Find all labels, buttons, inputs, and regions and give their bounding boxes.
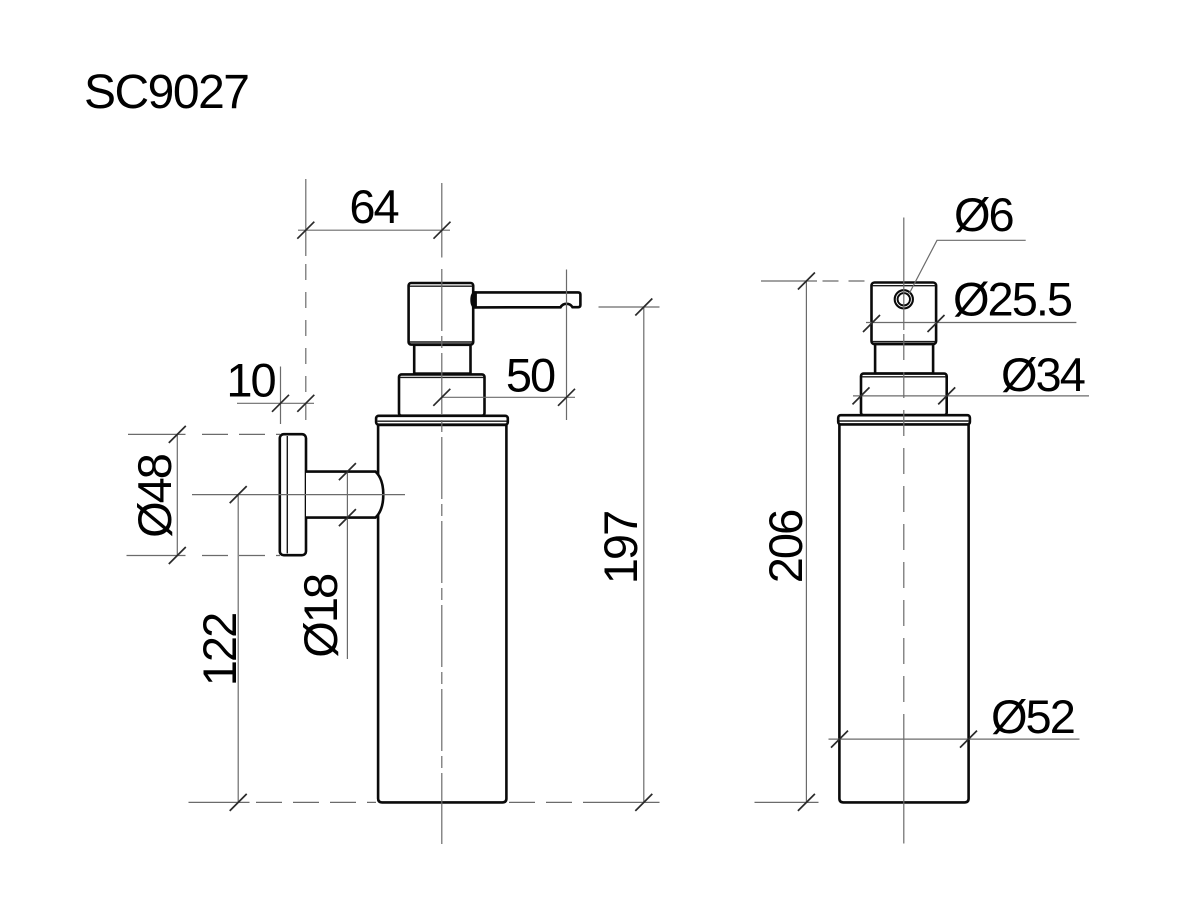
svg-text:Ø18: Ø18 xyxy=(294,574,347,658)
svg-text:SC9027: SC9027 xyxy=(84,66,248,119)
svg-text:Ø52: Ø52 xyxy=(991,690,1074,743)
svg-text:64: 64 xyxy=(349,180,398,233)
svg-text:Ø48: Ø48 xyxy=(128,454,181,538)
svg-text:50: 50 xyxy=(506,349,555,402)
svg-text:206: 206 xyxy=(759,510,812,583)
svg-text:197: 197 xyxy=(594,512,647,584)
svg-text:122: 122 xyxy=(193,614,246,686)
svg-text:Ø34: Ø34 xyxy=(1001,348,1085,401)
svg-text:10: 10 xyxy=(226,354,275,407)
svg-text:Ø25.5: Ø25.5 xyxy=(953,273,1072,326)
svg-text:Ø6: Ø6 xyxy=(954,188,1014,241)
